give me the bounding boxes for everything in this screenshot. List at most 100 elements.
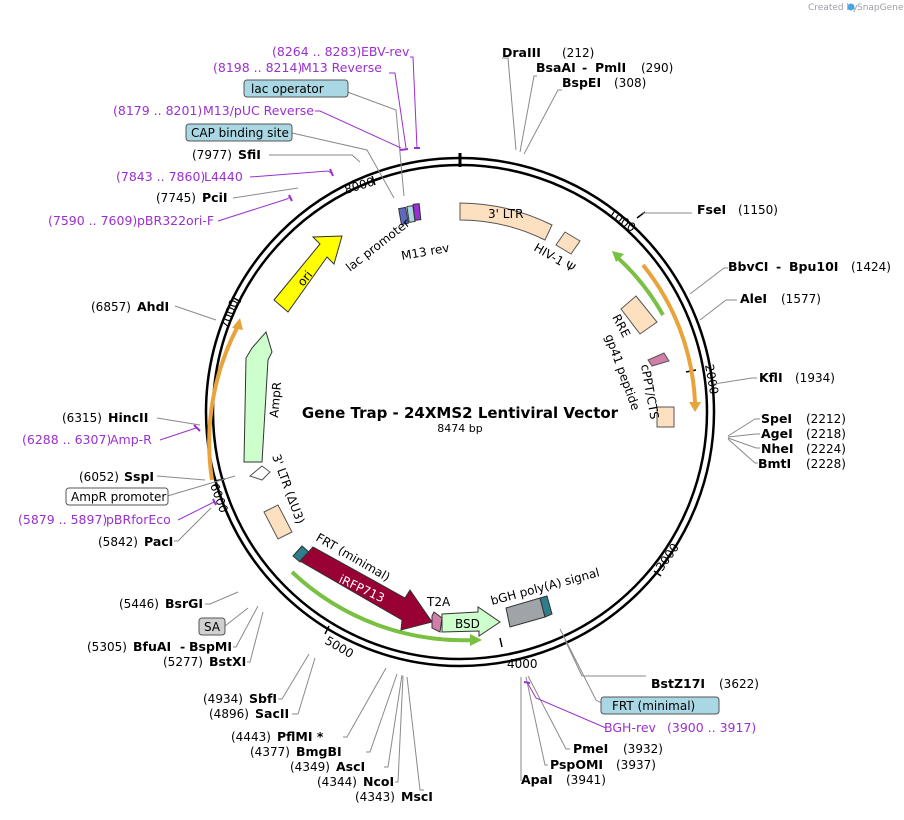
enzyme-pos-sbfi: (4934) — [203, 692, 243, 706]
primer-label-l4440[interactable]: L4440 — [204, 169, 243, 184]
credit-brand: SnapGene — [857, 3, 904, 13]
enzyme-label-ahdi[interactable]: AhdI — [137, 299, 169, 314]
enzyme-label-bsaai[interactable]: BsaAI — [536, 60, 576, 75]
enzyme-label-bbvci[interactable]: BbvCI — [728, 259, 768, 274]
enzyme-label-fsei[interactable]: FseI — [697, 202, 726, 217]
feature-cppt-cts[interactable] — [656, 406, 675, 428]
enzyme-label-apai[interactable]: ApaI — [521, 772, 553, 787]
enzyme-label-nhei[interactable]: NheI — [761, 441, 794, 456]
feature-lac-promoter[interactable] — [398, 206, 409, 225]
primer-range-pbrforeco: (5879 .. 5897) — [18, 512, 107, 527]
feature-label-gp41-peptide: gp41 peptide — [602, 332, 643, 412]
enzyme-label-bmti[interactable]: BmtI — [758, 456, 791, 471]
enzyme-pos-hincii: (6315) — [62, 411, 102, 425]
enzyme-pos-bspei: (308) — [614, 76, 646, 90]
enzyme-label-spei[interactable]: SpeI — [761, 411, 792, 426]
primer-label-pbrforeco[interactable]: pBRforEco — [106, 512, 171, 527]
feature-green-arc-right — [616, 256, 665, 316]
enzyme-pos-bstz17i: (3622) — [719, 677, 759, 691]
enzyme-separator-bbvci: - — [776, 259, 781, 274]
boxed-label-ampr-promoter[interactable]: AmpR promoter — [71, 490, 166, 504]
feature-ampr[interactable] — [243, 330, 273, 463]
enzyme-label-bstz17i[interactable]: BstZ17I — [651, 676, 705, 691]
enzyme-label-bfuai[interactable]: BfuAI — [133, 639, 171, 654]
feature-irfp713[interactable] — [299, 546, 433, 631]
feature-label-3ltr-top: 3' LTR — [488, 207, 523, 221]
enzyme-pos-bfuai: (5305) — [87, 640, 127, 654]
arrowhead-green-bottom — [470, 634, 482, 646]
enzyme-label-bspei[interactable]: BspEI — [562, 75, 601, 90]
boxed-label-ampr-promoter-bg — [65, 487, 169, 506]
enzyme-label-bsrgi[interactable]: BsrGI — [165, 596, 203, 611]
enzyme-label-pflmi[interactable]: PflMI * — [277, 729, 324, 744]
enzyme-pos-msci: (4343) — [355, 790, 395, 804]
feature-ori[interactable] — [273, 235, 343, 313]
enzyme-label-ncoi[interactable]: NcoI — [363, 774, 394, 789]
feature-green-arc-bottom — [290, 570, 476, 643]
enzyme-pos-kfli: (1934) — [795, 371, 835, 385]
enzyme-pos-asci: (4349) — [290, 760, 330, 774]
enzyme-separator-bfuai: - — [180, 639, 185, 654]
primer-range-ebv-rev: (8264 .. 8283) — [272, 44, 361, 59]
enzyme-label-pcii[interactable]: PciI — [202, 190, 228, 205]
tick-label-8000: 8000 — [343, 175, 376, 197]
feature-label-ampr: AmpR — [267, 381, 284, 418]
credit-prefix: Created by — [808, 3, 858, 13]
enzyme-label-bspmi[interactable]: BspMI — [189, 639, 232, 654]
feature-label-cppt-cts: cPPT/CTS — [638, 363, 661, 420]
primer-label-pbr322ori-f[interactable]: pBR322ori-F — [137, 213, 214, 228]
enzyme-pos-sacii: (4896) — [209, 707, 249, 721]
primer-label-bgh-rev[interactable]: BGH-rev — [604, 720, 657, 735]
enzyme-label-pmli[interactable]: PmlI — [595, 60, 626, 75]
feature-3ltr-top[interactable] — [459, 202, 553, 241]
tick-label-6000: 6000 — [207, 481, 231, 514]
feature-3ltr-du3[interactable] — [263, 504, 293, 540]
enzyme-label-pmei[interactable]: PmeI — [573, 741, 608, 756]
enzyme-pos-sfii: (7977) — [192, 148, 232, 162]
enzyme-pos-pspomi: (3937) — [616, 758, 656, 772]
enzyme-pos-bmgbi: (4377) — [250, 745, 290, 759]
boxed-label-sa[interactable]: SA — [204, 620, 221, 634]
feature-t2a[interactable] — [431, 611, 443, 633]
primer-label-m13puc-reverse[interactable]: M13/pUC Reverse — [203, 103, 314, 118]
enzyme-label-sacii[interactable]: SacII — [255, 706, 289, 721]
feature-label-m13-rev: M13 rev — [400, 241, 450, 263]
enzyme-label-paci[interactable]: PacI — [144, 534, 173, 549]
arrowhead-green-right — [612, 251, 624, 262]
enzyme-label-bpu10i[interactable]: Bpu10I — [789, 259, 838, 274]
enzyme-label-sbfi[interactable]: SbfI — [249, 691, 277, 706]
primer-label-ebv-rev[interactable]: EBV-rev — [361, 44, 410, 59]
boxed-label-lac-operator[interactable]: lac operator — [251, 82, 324, 96]
primer-label-m13-reverse[interactable]: M13 Reverse — [301, 60, 382, 75]
enzyme-label-kfli[interactable]: KflI — [759, 370, 783, 385]
enzyme-label-bstxi[interactable]: BstXI — [209, 654, 246, 669]
enzyme-label-agei[interactable]: AgeI — [761, 426, 793, 441]
tick-label-2000: 2000 — [702, 363, 721, 396]
enzyme-label-hincii[interactable]: HincII — [108, 410, 148, 425]
feature-rre[interactable] — [620, 295, 658, 335]
enzyme-label-draiii[interactable]: DraIII — [502, 45, 541, 60]
enzyme-label-alei[interactable]: AleI — [740, 291, 767, 306]
primer-range-l4440: (7843 .. 7860) — [116, 169, 205, 184]
enzyme-label-asci[interactable]: AscI — [336, 759, 365, 774]
boxed-label-frt-minimal[interactable]: FRT (minimal) — [612, 699, 695, 713]
feature-bsd[interactable] — [441, 606, 501, 637]
feature-m13-rev[interactable] — [412, 203, 422, 221]
feature-hiv1-psi[interactable] — [555, 231, 581, 255]
enzyme-label-sspi[interactable]: SspI — [124, 469, 154, 484]
feature-gp41-peptide[interactable] — [647, 352, 670, 367]
enzyme-label-bmgbi[interactable]: BmgBI — [296, 744, 342, 759]
primer-label-amp-r[interactable]: Amp-R — [110, 432, 152, 447]
tick-label-4000: 4000 — [507, 657, 538, 671]
primer-range-m13puc-reverse: (8179 .. 8201) — [113, 103, 202, 118]
enzyme-label-pspomi[interactable]: PspOMI — [550, 757, 603, 772]
enzyme-label-msci[interactable]: MscI — [401, 789, 433, 804]
feature-ampr-promoter[interactable] — [248, 465, 271, 481]
primer-range-bgh-rev: (3900 .. 3917) — [667, 720, 756, 735]
enzyme-pos-draiii: (212) — [562, 46, 594, 60]
enzyme-label-sfii[interactable]: SfiI — [238, 147, 261, 162]
feature-frt-minimal-right[interactable] — [539, 595, 553, 618]
boxed-label-cap-site-bg — [185, 123, 293, 142]
boxed-label-cap-binding-site[interactable]: CAP binding site — [191, 126, 289, 140]
